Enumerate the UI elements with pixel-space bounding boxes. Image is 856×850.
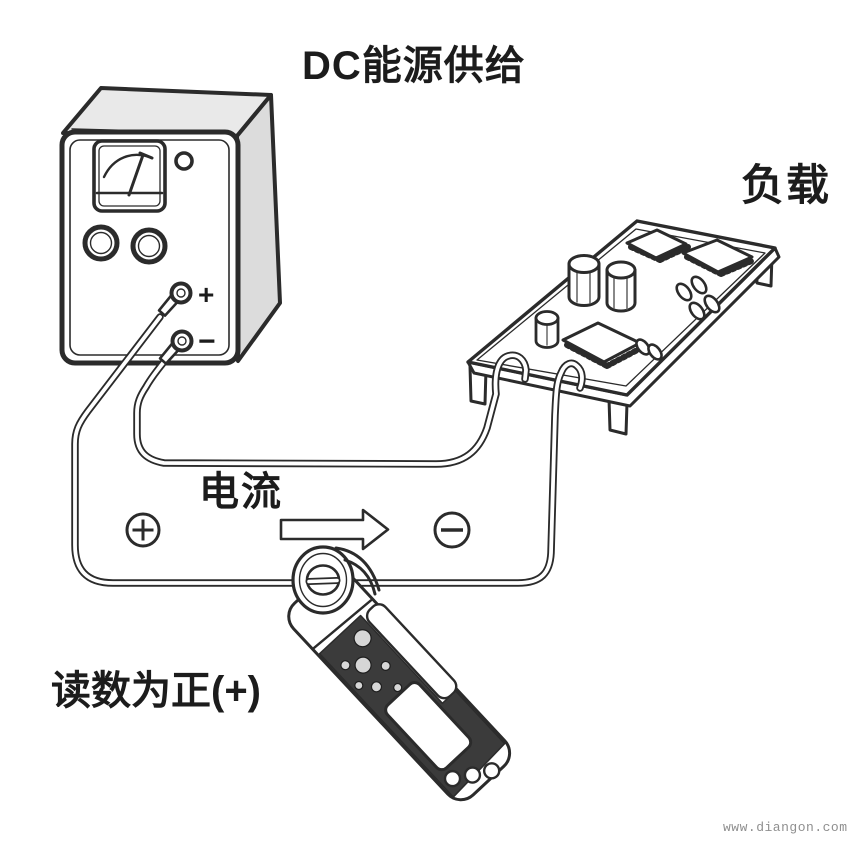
ic-chip xyxy=(625,228,691,263)
capacitor xyxy=(567,254,601,307)
reading-label: 读数为正(+) xyxy=(51,669,261,713)
knob-right xyxy=(130,227,168,265)
power-supply-side-face xyxy=(235,93,282,363)
clamped-wire-segment xyxy=(305,577,341,585)
plus-circle-icon xyxy=(125,512,161,548)
clamp-tip-buttons xyxy=(443,762,501,788)
capacitor xyxy=(534,310,560,349)
wires xyxy=(71,313,586,587)
capacitor xyxy=(605,260,637,313)
ic-chip xyxy=(681,238,757,277)
indicator-light xyxy=(174,151,194,171)
power-supply-top-face xyxy=(61,86,273,138)
meter-display xyxy=(92,139,167,213)
clamp-meter-body xyxy=(287,568,512,802)
clamp-jaw-arm xyxy=(334,546,381,596)
meter-needle xyxy=(127,151,154,197)
load-label: 负载 xyxy=(741,162,831,210)
positive-terminal-label: + xyxy=(198,279,214,310)
discrete-component xyxy=(635,275,721,361)
current-label: 电流 xyxy=(199,470,283,514)
current-arrow-icon xyxy=(279,508,390,551)
wire-negative-lead xyxy=(133,351,530,468)
terminals: + − xyxy=(157,279,216,365)
power-supply-illustration xyxy=(59,86,282,366)
negative-terminal xyxy=(170,329,194,353)
watermark-text: www.diangon.com xyxy=(723,820,848,835)
knob-left xyxy=(82,224,120,262)
negative-terminal-label: − xyxy=(198,325,216,358)
minus-circle-icon xyxy=(433,511,471,549)
power-supply-label: DC能源供给 xyxy=(302,44,526,88)
wire-positive-lead xyxy=(71,313,586,587)
positive-terminal xyxy=(169,281,193,305)
clamp-meter-illustration xyxy=(287,545,512,802)
circuit-board-illustration xyxy=(466,219,781,436)
clamp-buttons xyxy=(340,629,403,693)
lcd-display xyxy=(384,681,473,772)
clamp-jaw xyxy=(291,545,355,615)
